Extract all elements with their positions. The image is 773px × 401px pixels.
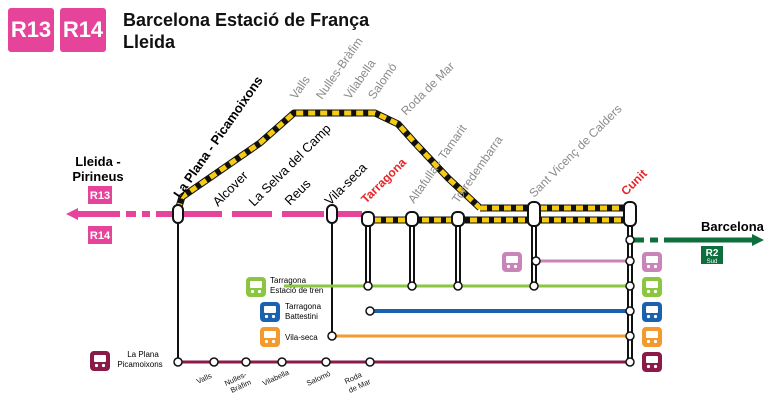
connection-dot [529,281,539,291]
connection-dot [321,357,331,367]
station-reus: Reus [282,176,314,208]
connection-dot [625,256,635,266]
connection-dot [407,281,417,291]
station-marker [361,211,375,227]
connection-dot [363,281,373,291]
bus-icon [642,352,662,372]
connection-dot [453,281,463,291]
coast-station: Sant Vicenç de Calders [526,102,624,200]
connection-dot [365,306,375,316]
bus-icon [90,351,110,371]
branch-track-stripes [175,110,482,211]
terminal-lleida-line2: Pirineus [72,169,123,184]
connection-dot [625,235,635,245]
bus-icon [260,327,280,347]
connection-label: Vila-seca [285,333,318,342]
connection-dot [531,256,541,266]
badge-label: R14 [62,17,104,42]
connection-dot [241,357,251,367]
terminal-badge-r14-label: R14 [90,230,111,242]
bus-icon [260,302,280,322]
bus-icon [642,252,662,272]
connection-dot [625,306,635,316]
bus-icon [642,327,662,347]
arrow-to-lleida [66,208,78,220]
station-la-plana: La Plana - Picamoixons [170,73,266,201]
bottom-station-labels: Valls Nulles- Bràfim Vilabella Salomó Ro… [195,367,372,394]
connection-dot [209,357,219,367]
terminal-badge-r2 [701,246,723,264]
station-marker [326,204,338,224]
connection-label: Estació de tren [270,286,323,295]
terminal-lleida-line1: Lleida - [75,154,121,169]
connection-label: La Plana [127,350,159,359]
station-marker [405,211,419,227]
terminal-badge-r13-label: R13 [90,190,110,202]
station-marker [527,201,541,227]
connection-label: Picamoixons [117,360,162,369]
bus-icon [246,277,266,297]
connection-label: Tarragona [270,276,307,285]
line-badge-r13: R13 [8,8,54,52]
route-title-origin: Barcelona Estació de França [123,10,370,30]
branch-station-labels: Valls Nulles-Bràfim Vilabella Salomó Rod… [287,35,457,118]
station-marker [172,204,184,224]
connection-dot [625,281,635,291]
connection-markers [173,235,635,367]
bus-icon [502,252,522,272]
connection-dot [625,357,635,367]
bottom-station: Salomó [305,369,332,388]
connection-dot [365,357,375,367]
terminal-badge-r2-sub: Sud [707,259,718,265]
terminal-badge-r13 [88,186,112,204]
station-marker [623,201,637,227]
branch-station: Valls [287,73,313,102]
terminal-badge-r2-label: R2 [706,248,719,259]
connection-dot [277,357,287,367]
station-marker [451,211,465,227]
connection-dot [173,357,183,367]
bottom-station: Vilabella [261,367,291,387]
terminal-barcelona: Barcelona [701,219,765,234]
connection-dot [327,331,337,341]
connection-dot [625,331,635,341]
coast-station-labels: Altafulla - Tamarit Torredembarra Sant V… [405,102,625,206]
bus-icon [642,277,662,297]
station-tarragona: Tarragona [358,155,409,206]
connection-label: Tarragona [285,302,322,311]
station-cunit: Cunit [618,167,650,199]
bus-icon [642,302,662,322]
badge-label: R13 [10,17,52,42]
arrow-to-barcelona [752,234,764,246]
bottom-station: Valls [195,371,213,386]
connection-label: Battestini [285,312,318,321]
line-badge-r14: R14 [60,8,106,52]
branch-station: Roda de Mar [398,59,457,118]
terminal-badge-r14 [88,226,112,244]
route-title-destination: Lleida [123,32,176,52]
